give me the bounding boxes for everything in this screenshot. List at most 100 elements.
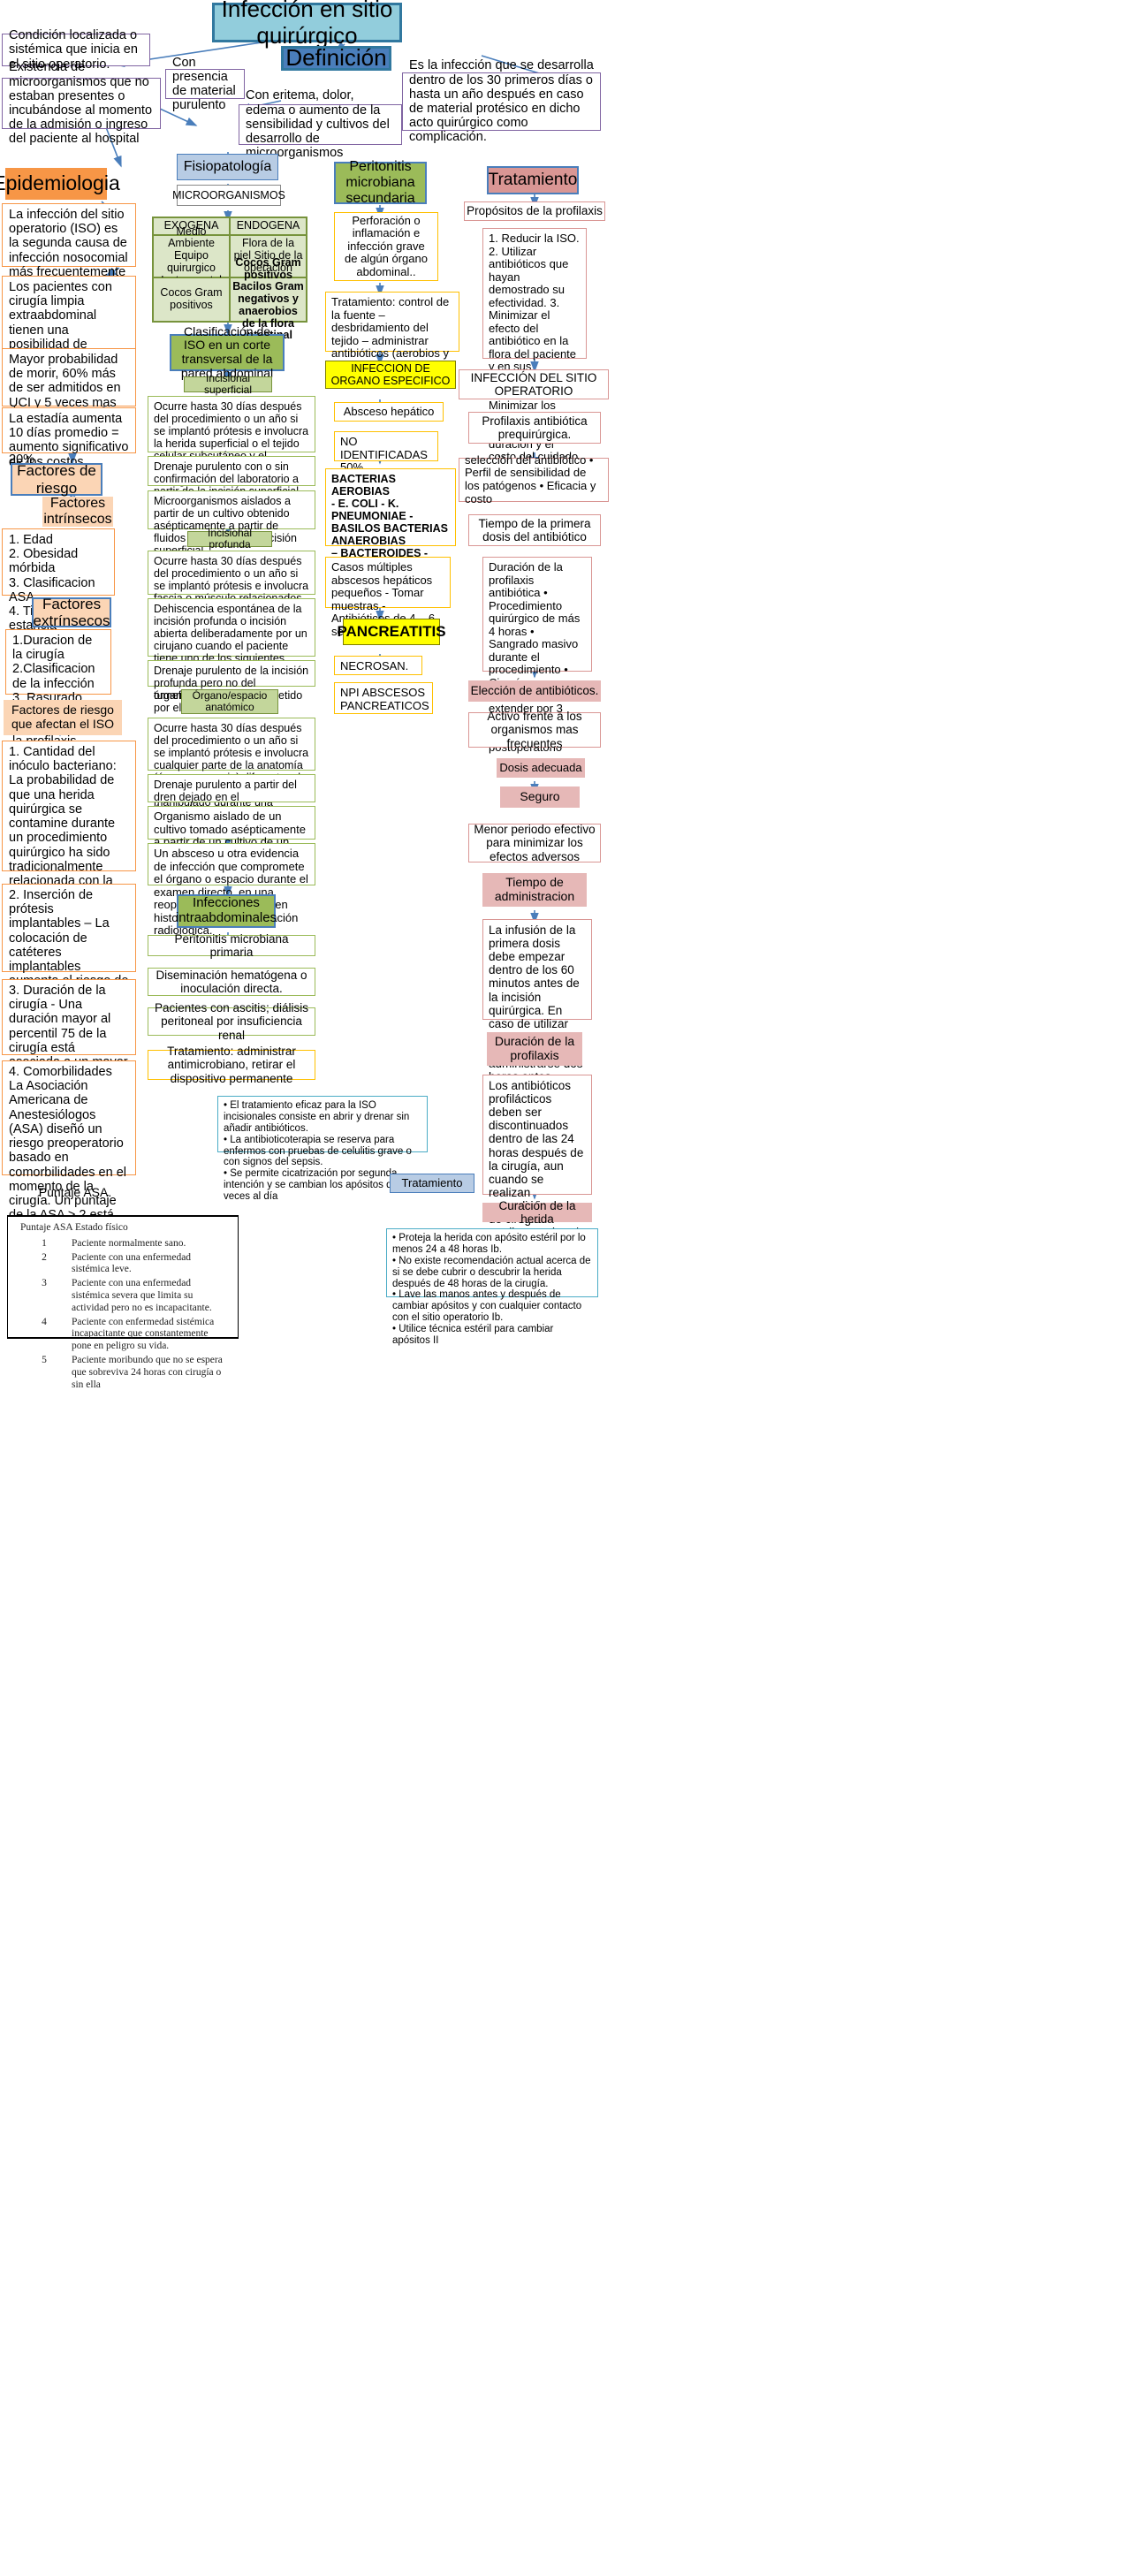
extrinsic-factors-label: Factores extrínsecos [32,595,111,629]
peritonitis-header: Peritonitis microbiana secundaria [334,159,427,206]
table-row: 1 Paciente normalmente sano. [17,1238,229,1250]
antibiotic-selection: selección del antibiótico • Perfil de se… [459,453,609,505]
asa-score: 2 [42,1251,47,1263]
asa-table-header-row: Puntaje ASA Estado físico [17,1222,229,1235]
peritonitis-perforation: Perforación o inflamación e infección gr… [334,212,438,281]
table-header-exogena: EXOGENA [153,217,230,235]
aerobic-bacteria: BACTERIAS AEROBIAS - E. COLI - K. PNEUMO… [325,468,456,584]
adequate-dose: Dosis adecuada [497,758,585,778]
unidentified-50: NO IDENTIFICADAS 50%. [334,431,438,474]
table-cell: Medio Ambiente Equipo quirurgico Instrum… [153,225,230,286]
antibiotic-election-label: Elección de antibióticos. [468,680,601,702]
superficial-item-1: Ocurre hasta 30 días después del procedi… [148,396,315,487]
table-cell: Cocos Gram positivos [153,277,230,322]
table-cell: Cocos Gram positivos Bacilos Gram negati… [230,256,307,341]
epidemiology-item-4: La estadía aumenta 10 días promedio = au… [2,407,136,469]
table-row: Medio Ambiente Equipo quirurgico Instrum… [153,225,307,286]
bottom-treatment-note: • El tratamiento eficaz para la ISO inci… [217,1096,428,1202]
peritonitis-treatment: Tratamiento: control de la fuente – desb… [325,292,459,373]
necrosis: NECROSAN. [334,656,422,675]
pancreatitis-label: PANCREATITIS [337,619,446,645]
deep-incisional-label: Incisional profunda [187,527,272,551]
epidemiology-item-2: Los pacientes con cirugía limpia extraab… [2,276,136,467]
intraabdominal-item-2: Diseminación hematógena o inoculación di… [148,968,315,996]
classification-header: Clasificación de ISO en un corte transve… [170,324,285,380]
multiple-abscess-cases: Casos múltiples abscesos hepáticos peque… [325,557,451,638]
risk-affect-item-3: 3. Duración de la cirugía - Una duración… [2,979,136,1083]
risk-affect-item-2: 2. Inserción de prótesis implantables – … [2,884,136,1045]
infusion-timing: La infusión de la primera dosis debe emp… [482,919,592,1083]
intraabdominal-item-3: Pacientes con ascitis; diálisis peritone… [148,1001,315,1042]
prophylaxis-purposes-list: 1. Reducir la ISO. 2. Utilizar antibióti… [482,228,587,502]
asa-desc: Paciente con una enfermedad sistémica se… [72,1278,212,1313]
table-row: EXOGENA ENDOGENA [153,217,307,235]
asa-desc: Paciente con enfermedad sistémica incapa… [72,1316,215,1352]
definition-erythema: Con eritema, dolor, edema o aumento de l… [239,88,402,160]
physiopathology-header: Fisiopatología [177,154,278,180]
microorganisms-label: MICROORGANISMOS [172,185,285,206]
minimal-effective-period: Menor periodo efectivo para minimizar lo… [468,823,601,863]
superficial-incisional-label: Incisional superficial [184,372,272,396]
wound-care-items: • Proteja la herida con apósito estéril … [386,1228,598,1346]
definition-microorganisms: Existencia de microorganismos que no est… [2,60,161,146]
prophylaxis-duration-detail: Duración de la profilaxis antibiótica • … [482,557,592,753]
table-row: 3 Paciente con una enfermedad sistémica … [17,1278,229,1314]
organ-item-2: Drenaje purulento a partir del dren deja… [148,774,315,816]
antibiotic-prophylaxis: Profilaxis antibiótica prequirúrgica. [468,412,601,444]
iso-site-label: INFECCIÓN DEL SITIO OPERATORIO [459,369,609,399]
organ-item-4: Un absceso u otra evidencia de infección… [148,843,315,937]
risk-affect-item-1: 1. Cantidad del inóculo bacteriano: La p… [2,741,136,960]
organ-item-1: Ocurre hasta 30 días después del procedi… [148,718,315,833]
intraabdominal-header: Infecciones intraabdominales [176,894,277,928]
deep-item-1: Ocurre hasta 30 días después del procedi… [148,551,315,642]
risk-affect-item-4: 4. Comorbilidades La Asociación American… [2,1060,136,1280]
deep-item-3: Drenaje purulento de la incisión profund… [148,660,315,714]
asa-col-state: Estado físico [75,1222,128,1233]
prophylaxis-duration-label: Duración de la profilaxis [487,1032,582,1066]
intraabdominal-item-4: Tratamiento: administrar antimicrobiano,… [148,1045,315,1085]
asa-desc: Paciente con una enfermedad sistémica le… [72,1251,192,1275]
hepatic-abscess: Absceso hepático [334,402,444,422]
npi-pancreatic-abscess: NPI ABSCESOS PANCREATICOS [334,682,433,714]
prophylaxis-purpose-label: Propósitos de la profilaxis [464,201,605,221]
page-title: Infección en sitio quirúrgico [212,0,402,48]
asa-score: 4 [42,1316,47,1327]
microorganisms-table: EXOGENA ENDOGENA Medio Ambiente Equipo q… [152,217,307,341]
intraabdominal-item-1: Peritonitis microbiana primaria [148,932,315,959]
asa-score: 5 [42,1354,47,1365]
epidemiology-item-1: La infección del sitio operatorio (ISO) … [2,203,136,293]
asa-desc: Paciente normalmente sano. [72,1237,186,1249]
table-row: 4 Paciente con enfermedad sistémica inca… [17,1317,229,1353]
epidemiology-header: Epidemiologia [0,168,120,200]
table-row: Cocos Gram positivos Cocos Gram positivo… [153,256,307,341]
asa-score-caption: Puntaje ASA. [38,1185,112,1200]
risk-factors-affecting-iso-label: Factores de riesgo que afectan el ISO [4,700,122,735]
table-row: 2 Paciente con una enfermedad sistémica … [17,1252,229,1277]
asa-score: 1 [42,1237,47,1249]
safe: Seguro [500,786,580,808]
table-cell: Flora de la piel Sitio de la operación [230,235,307,277]
intrinsic-factors-label: Factores intrínsecos [42,496,113,527]
definition-localized: Condición localizada o sistémica que ini… [2,28,150,72]
superficial-item-3: Microorganismos aislados a partir de un … [148,490,315,557]
organ-item-3: Organismo aislado de un cultivo tomado a… [148,806,315,874]
asa-score: 3 [42,1278,47,1289]
risk-factors-header: Factores de riesgo [11,462,102,497]
superficial-item-2: Drenaje purulento con o sin confirmación… [148,456,315,498]
intrinsic-factors-list: 1. Edad 2. Obesidad mórbida 3. Clasifica… [2,528,115,676]
definition-purulent: Con presencia de material purulento [165,56,245,112]
bottom-treatment-label: Tratamiento [390,1174,474,1193]
specific-organ-infection-label: INFECCION DE ORGANO ESPECIFICO [325,361,456,389]
extrinsic-factors-list: 1.Duracion de la cirugía 2.Clasificacion… [5,629,111,748]
table-row: 5 Paciente moribundo que no se espera qu… [17,1355,229,1391]
definition-thirty-days: Es la infección que se desarrolla dentro… [402,58,601,144]
asa-col-score: Puntaje ASA [20,1222,73,1233]
active-against-organisms: Activo frente a los organismos mas frecu… [468,710,601,750]
asa-desc: Paciente moribundo que no se espera que … [72,1354,223,1390]
organ-space-label: Órgano/espacio anatómico [181,689,278,714]
deep-item-2: Dehiscencia espontánea de la incisión pr… [148,598,315,702]
prophylactic-antibiotics-detail: Los antibióticos profilácticos deben ser… [482,1075,592,1280]
treatment-header: Tratamiento [487,166,579,194]
definition-header: Definición [281,45,391,71]
